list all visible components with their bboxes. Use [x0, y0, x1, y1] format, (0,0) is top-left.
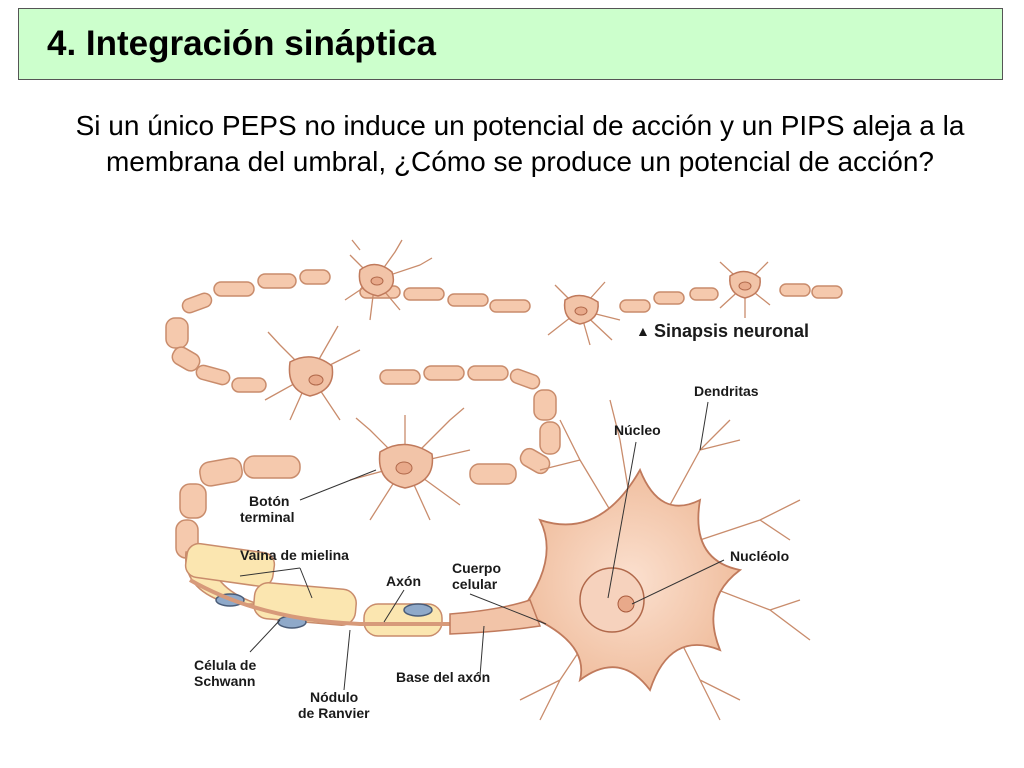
label-dendritas: Dendritas — [694, 383, 759, 399]
leader-lines — [239, 401, 725, 691]
small-neuron-nuclei — [308, 276, 752, 475]
axon-hillock — [449, 599, 542, 635]
label-nodulo-2: de Ranvier — [298, 705, 370, 721]
question-text: Si un único PEPS no induce un potencial … — [75, 110, 965, 177]
middle-axon-chain — [379, 365, 561, 485]
label-vaina: Vaina de mielina — [240, 547, 349, 563]
label-celula-2: Schwann — [194, 673, 255, 689]
slide-title: 4. Integración sináptica — [47, 24, 436, 63]
nucleus — [579, 567, 645, 633]
label-nucleolo: Nucléolo — [730, 548, 789, 564]
diagram-caption: Sinapsis neuronal — [654, 321, 809, 341]
upper-axon-chain — [165, 269, 843, 393]
label-cuerpo-2: celular — [452, 576, 498, 592]
label-boton-1: Botón — [249, 493, 289, 509]
nucleolus — [617, 595, 635, 613]
label-cuerpo-1: Cuerpo — [452, 560, 501, 576]
label-boton-2: terminal — [240, 509, 294, 525]
label-celula-1: Célula de — [194, 657, 256, 673]
title-box: 4. Integración sináptica — [18, 8, 1003, 80]
label-axon: Axón — [386, 573, 421, 589]
label-nucleo: Núcleo — [614, 422, 661, 438]
caption-marker: ▲ — [636, 323, 650, 339]
myelin-sheath — [184, 542, 443, 637]
label-nodulo-1: Nódulo — [310, 689, 358, 705]
label-base-axon: Base del axón — [396, 669, 490, 685]
dendrite-branches — [264, 239, 811, 721]
